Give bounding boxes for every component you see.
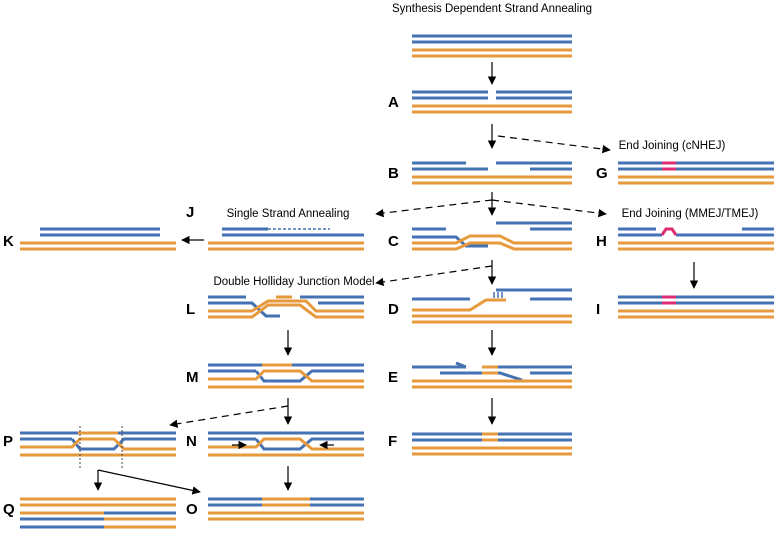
dna-step-j (208, 227, 364, 251)
title-dhj: Double Holliday Junction Model (213, 276, 374, 288)
title-ssa: Single Strand Annealing (227, 208, 350, 220)
step-label-d: D (388, 301, 399, 318)
dna-step-h (618, 227, 774, 251)
dna-step-a (412, 90, 572, 114)
arrow-c-l (375, 265, 493, 287)
title-mmej: End Joining (MMEJ/TMEJ) (622, 208, 759, 220)
title-sdsa: Synthesis Dependent Strand Annealing (392, 3, 592, 15)
title-cnhej: End Joining (cNHEJ) (619, 140, 726, 152)
dna-step-o (208, 497, 364, 521)
step-label-a: A (388, 94, 399, 111)
dna-step-n (208, 431, 364, 457)
step-label-p: P (3, 433, 13, 450)
step-label-q: Q (3, 501, 15, 518)
arrow-b-j (375, 199, 493, 218)
step-label-o: O (186, 501, 198, 518)
dashed-flow-arrows (169, 135, 611, 428)
arrow-p-o (97, 469, 201, 495)
step-label-i: I (596, 301, 600, 318)
flow-arrows (93, 62, 699, 495)
dna-step-l (208, 295, 364, 319)
step-label-j: J (186, 204, 194, 221)
step-label-e: E (388, 369, 398, 386)
step-label-m: M (186, 369, 199, 386)
step-label-g: G (596, 165, 608, 182)
dna-top (412, 34, 572, 58)
step-label-n: N (186, 433, 197, 450)
dna-step-d (412, 288, 572, 324)
step-label-c: C (388, 233, 399, 250)
step-label-l: L (186, 301, 195, 318)
step-label-f: F (388, 433, 397, 450)
dna-step-b (412, 161, 572, 185)
dna-step-p (20, 426, 176, 470)
arrow-b-g (497, 135, 611, 154)
dna-step-q (20, 497, 176, 529)
dna-step-i (618, 295, 774, 319)
dna-step-e (412, 361, 572, 389)
step-label-h: H (596, 233, 607, 250)
dna-step-m (208, 363, 364, 389)
step-label-b: B (388, 165, 399, 182)
dna-step-k (20, 227, 176, 251)
dna-step-c (412, 221, 572, 251)
arrow-m-p (169, 405, 289, 428)
arrow-b-h (491, 199, 607, 218)
dna-step-f (412, 432, 572, 456)
dna-step-g (618, 161, 774, 185)
step-label-k: K (3, 233, 14, 250)
